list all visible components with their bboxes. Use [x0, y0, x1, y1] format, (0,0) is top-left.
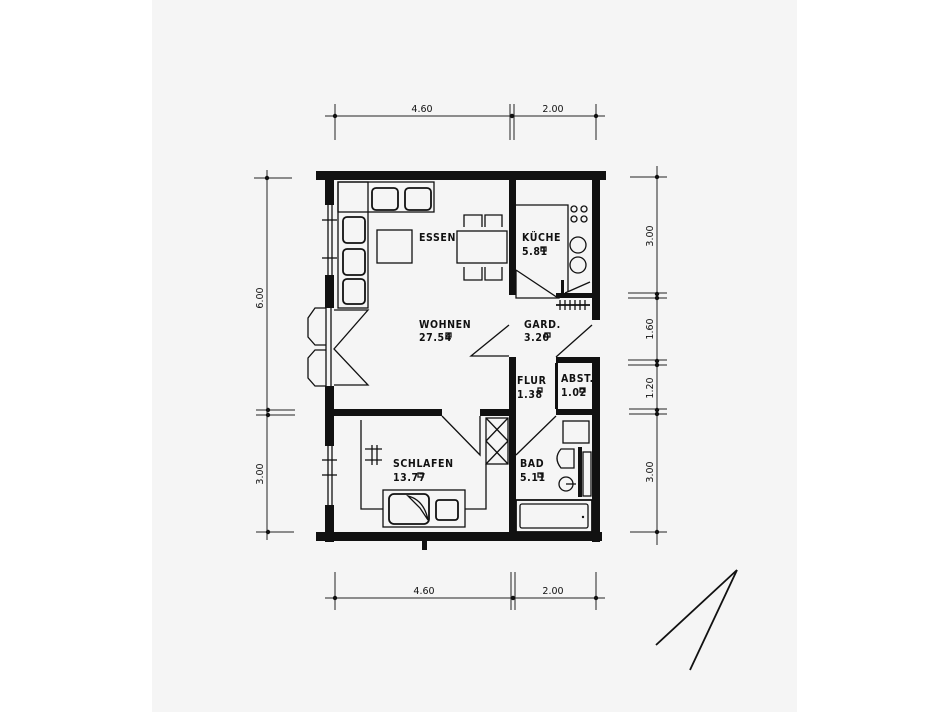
dim-bottom-2: 2.00	[542, 586, 563, 597]
room-label-abst: ABST. 1.02	[561, 373, 594, 399]
dim-left-1: 6.00	[255, 287, 266, 308]
window-left	[322, 205, 337, 505]
svg-text:5.11: 5.11	[520, 472, 546, 484]
dim-right-1: 3.00	[645, 225, 656, 246]
svg-text:ABST.: ABST.	[561, 373, 594, 385]
room-label-kueche: KÜCHE 5.81	[522, 230, 561, 258]
door-swings	[441, 269, 593, 457]
interior-walls	[334, 180, 592, 532]
bed	[360, 420, 466, 528]
room-label-schlafen: SCHLAFEN 13.77	[393, 458, 454, 484]
dim-right-4: 3.00	[645, 461, 656, 482]
svg-text:FLUR: FLUR	[517, 375, 547, 387]
dim-top-1: 4.60	[411, 104, 432, 115]
balcony-door	[307, 307, 370, 387]
dimension-right: 3.00 1.60 1.20 3.00	[628, 166, 667, 545]
svg-text:BAD: BAD	[520, 458, 544, 470]
coat-rack	[556, 300, 590, 310]
room-label-bad: BAD 5.11	[520, 458, 546, 484]
svg-text:GARD.: GARD.	[524, 319, 561, 331]
kitchen-appliances	[516, 204, 591, 294]
room-label-wohnen: WOHNEN 27.54	[419, 319, 471, 344]
kitchen-counter-living	[337, 181, 435, 309]
north-arrow-icon	[655, 569, 738, 671]
svg-text:3.20: 3.20	[524, 332, 550, 344]
room-label-gard: GARD. 3.20	[524, 319, 561, 344]
wardrobe	[465, 417, 509, 510]
svg-text:13.77: 13.77	[393, 472, 426, 484]
room-label-essen: ESSEN	[419, 232, 456, 244]
dim-bottom-1: 4.60	[413, 586, 434, 597]
dimension-bottom: 4.60 2.00	[325, 572, 605, 610]
svg-text:ESSEN: ESSEN	[419, 232, 456, 244]
dim-right-2: 1.60	[645, 318, 656, 339]
svg-text:27.54: 27.54	[419, 332, 452, 344]
room-label-flur: FLUR 1.38	[517, 375, 547, 401]
side-table	[376, 229, 413, 264]
svg-text:WOHNEN: WOHNEN	[419, 319, 471, 331]
svg-text:1.02: 1.02	[561, 387, 587, 399]
svg-text:1.38: 1.38	[517, 389, 543, 401]
dimension-top: 4.60 2.00	[325, 104, 605, 140]
bathroom-fixtures	[515, 420, 593, 533]
dimension-left: 6.00 3.00	[254, 170, 295, 540]
dim-right-3: 1.20	[645, 377, 656, 398]
dim-top-2: 2.00	[542, 104, 563, 115]
dim-left-2: 3.00	[255, 463, 266, 484]
svg-text:5.81: 5.81	[522, 246, 548, 258]
svg-text:SCHLAFEN: SCHLAFEN	[393, 458, 454, 470]
outer-walls	[316, 171, 606, 550]
dining-table	[456, 214, 508, 281]
svg-text:KÜCHE: KÜCHE	[522, 230, 561, 244]
